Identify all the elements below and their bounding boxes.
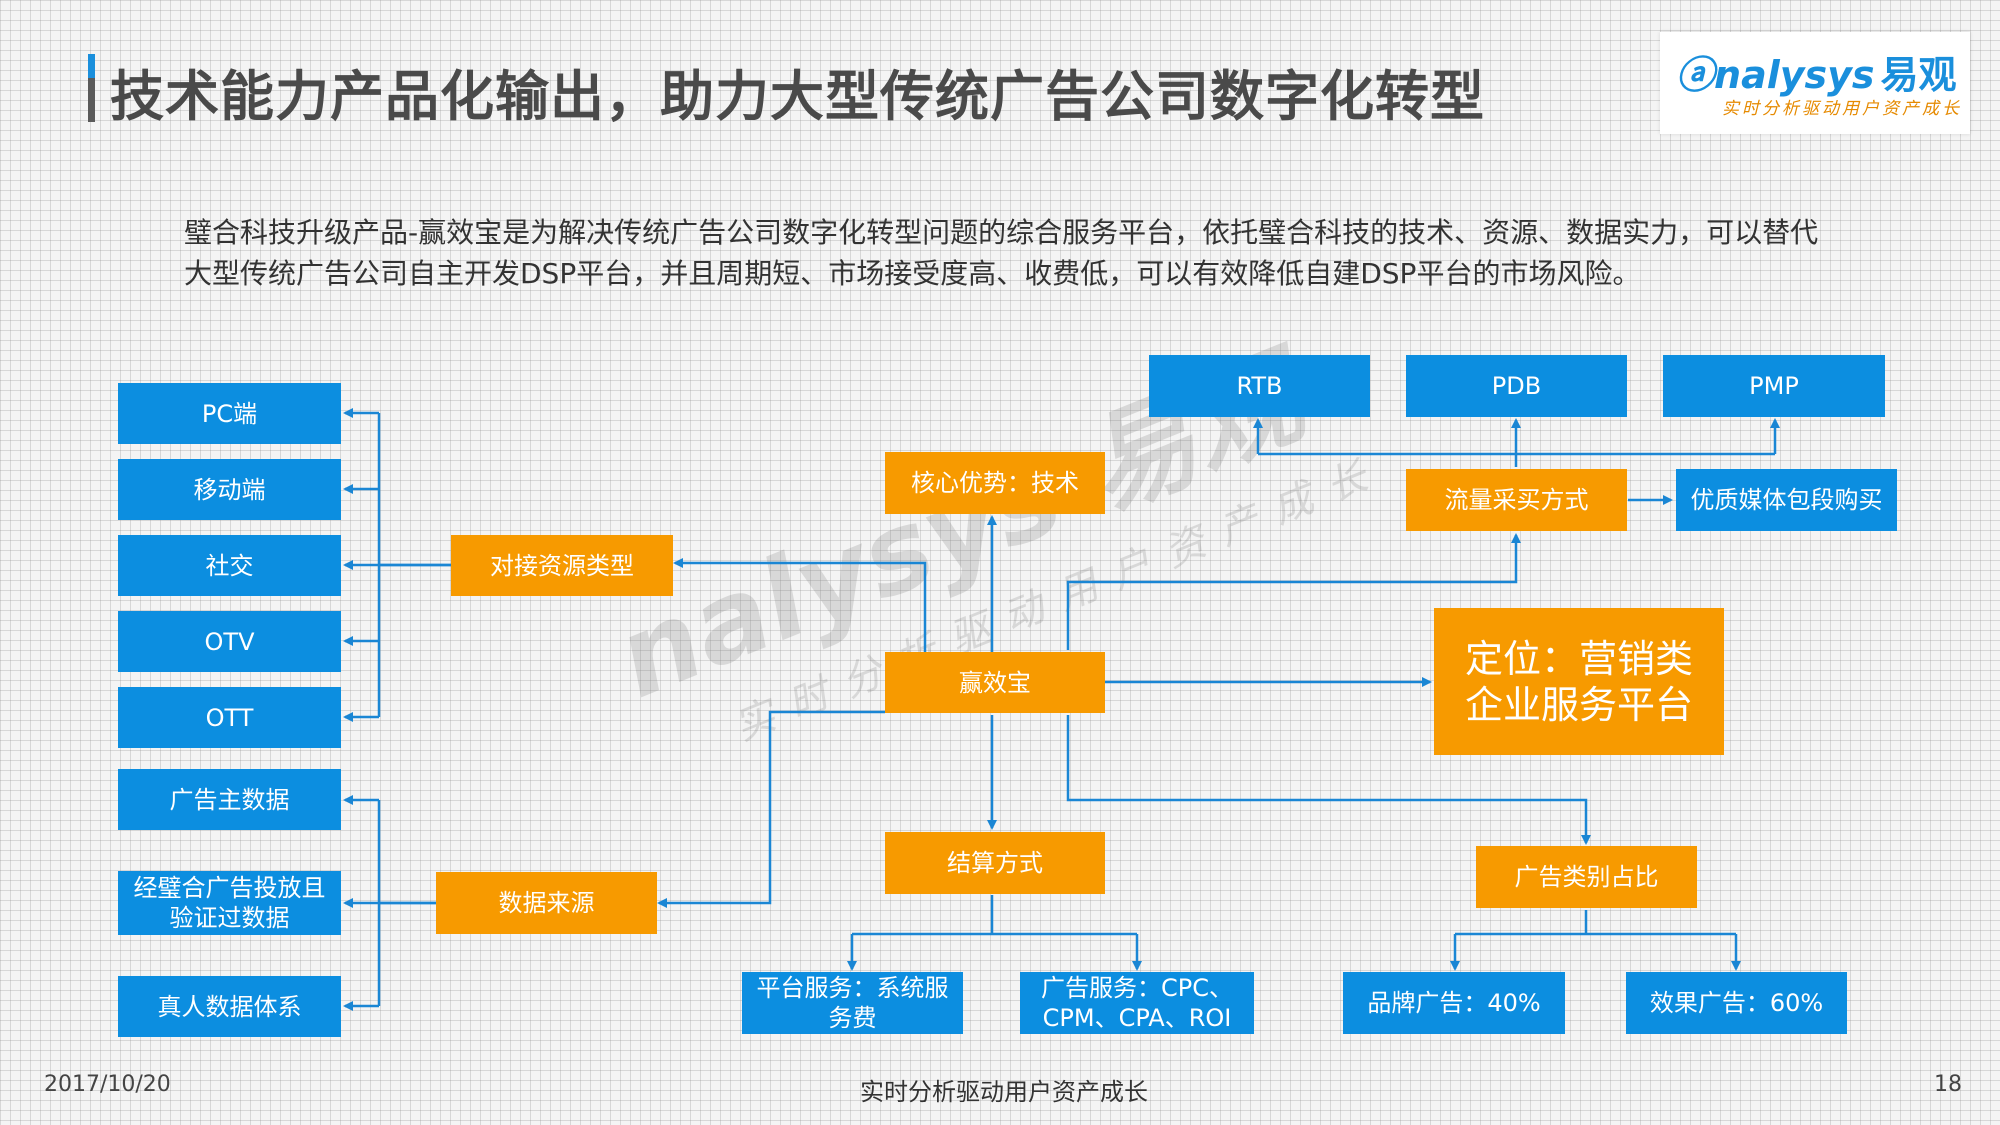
positioning-node: 定位：营销类企业服务平台 (1434, 608, 1724, 755)
traffic-premium: 优质媒体包段购买 (1676, 469, 1897, 531)
ad-ratio-node: 广告类别占比 (1476, 846, 1697, 908)
data-source-node: 数据来源 (436, 872, 657, 934)
resource-ott: OTT (118, 687, 341, 748)
data-advertiser: 广告主数据 (118, 769, 341, 830)
page-title: 技术能力产品化输出，助力大型传统广告公司数字化转型 (110, 65, 1485, 128)
footer-slogan: 实时分析驱动用户资产成长 (860, 1078, 1148, 1106)
traffic-rtb: RTB (1149, 355, 1370, 417)
page-number: 18 (1934, 1072, 1962, 1097)
traffic-node: 流量采买方式 (1406, 469, 1627, 531)
title-bar-decoration (88, 54, 95, 122)
ad-ratio-brand: 品牌广告：40% (1343, 972, 1565, 1034)
traffic-pmp: PMP (1663, 355, 1885, 417)
resource-type-node: 对接资源类型 (451, 535, 673, 596)
data-real-person: 真人数据体系 (118, 976, 341, 1037)
footer-date: 2017/10/20 (44, 1072, 171, 1097)
resource-otv: OTV (118, 611, 341, 672)
ad-ratio-performance: 效果广告：60% (1626, 972, 1847, 1034)
center-node: 赢效宝 (885, 652, 1105, 713)
logo-brand-cn: 易观 (1880, 53, 1957, 97)
core-advantage-node: 核心优势：技术 (885, 452, 1105, 514)
data-verified: 经璧合广告投放且验证过数据 (118, 871, 341, 935)
settlement-platform: 平台服务：系统服务费 (742, 972, 963, 1034)
resource-mobile: 移动端 (118, 459, 341, 520)
traffic-pdb: PDB (1406, 355, 1627, 417)
settlement-ad: 广告服务：CPC、CPM、CPA、ROI (1020, 972, 1254, 1034)
resource-social: 社交 (118, 535, 341, 596)
settlement-node: 结算方式 (885, 832, 1105, 894)
logo-slogan: 实时分析驱动用户资产成长 (1722, 99, 1962, 119)
logo-a-icon: ⓐ (1676, 53, 1715, 97)
title-accent-decoration (88, 54, 95, 78)
logo-brand: nalysys (1714, 53, 1875, 97)
resource-pc: PC端 (118, 383, 341, 444)
intro-paragraph: 璧合科技升级产品-赢效宝是为解决传统广告公司数字化转型问题的综合服务平台，依托璧… (184, 216, 1819, 290)
